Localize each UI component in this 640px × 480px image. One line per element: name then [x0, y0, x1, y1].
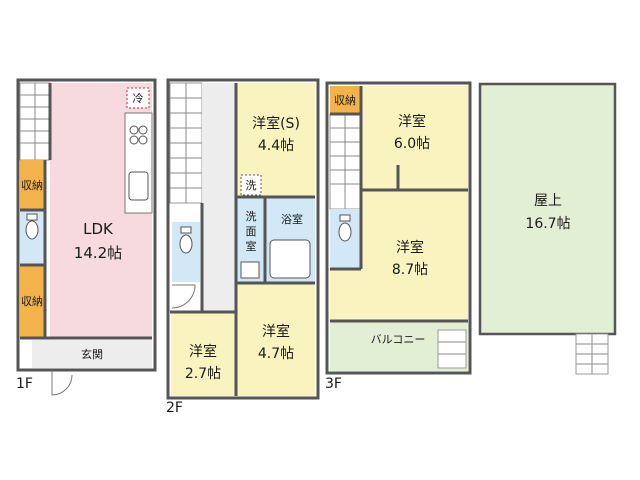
washroom-char-2: 面: [246, 225, 257, 238]
washroom-char-3: 室: [246, 239, 257, 253]
staircase-2f: [169, 82, 203, 204]
toilet-icon-2f: [179, 226, 193, 254]
bathtub-icon: [269, 239, 311, 279]
ldk-name: LDK: [83, 220, 114, 238]
western-60-area: 6.0帖: [394, 136, 430, 152]
toilet-icon: [25, 213, 39, 240]
fridge-label: 冷: [133, 92, 144, 105]
entrance-label: 玄関: [81, 347, 103, 361]
roof-stair: [575, 333, 609, 375]
kitchen-counter: [124, 112, 153, 214]
ldk-area: 14.2帖: [74, 244, 122, 262]
western-27-area: 2.7帖: [185, 366, 221, 382]
room-western-27: [171, 313, 235, 396]
rooftop-name: 屋上: [534, 193, 562, 209]
bath-label: 浴室: [281, 212, 303, 226]
washer-label: 洗: [246, 179, 257, 192]
storage-1f-bottom: [20, 265, 45, 338]
western-s-name: 洋室(S): [252, 115, 300, 132]
floor-2f: 洋室(S) 4.4帖 洗 洗 面 室 浴室 洋室 4.7帖 洋室 2.7帖: [166, 78, 320, 416]
storage-1f-top: [20, 160, 45, 210]
room-western-47: [237, 284, 315, 396]
sink-icon: [240, 261, 260, 279]
western-60-name: 洋室: [398, 113, 426, 130]
western-87-area: 8.7帖: [392, 262, 428, 278]
door-2f: [171, 284, 196, 309]
fridge-space: [126, 87, 150, 109]
rooftop-area: 16.7帖: [525, 216, 570, 232]
toilet-icon-3f: [338, 214, 352, 242]
washroom-char-1: 洗: [246, 210, 257, 223]
floor-label-2f: 2F: [166, 400, 183, 416]
storage-1f-top-label: 収納: [21, 179, 43, 192]
floor-1f: 冷 収納 収納 玄関 LDK 14.2帖 1F: [16, 78, 157, 396]
western-27-name: 洋室: [189, 343, 217, 360]
floor-3f: 収納 洋室 6.0帖 洋室 8.7帖 バルコニー: [325, 81, 472, 392]
floor-label-1f: 1F: [16, 376, 33, 392]
balcony-stair: [437, 329, 467, 369]
room-western-60: [362, 86, 468, 190]
floor-label-3f: 3F: [325, 376, 342, 392]
storage-3f-label: 収納: [334, 94, 356, 107]
western-s-area: 4.4帖: [258, 138, 294, 154]
entry-door: [51, 370, 73, 396]
staircase-1f: [19, 82, 51, 161]
western-47-name: 洋室: [262, 323, 290, 340]
hall-2f: [202, 83, 235, 313]
room-rooftop: [478, 82, 617, 336]
floor-roof: 屋上 16.7帖: [478, 82, 617, 375]
storage-3f: [330, 86, 360, 114]
balcony-label: バルコニー: [371, 333, 426, 346]
washer-space: [240, 174, 262, 196]
entrance-1f: [32, 340, 152, 368]
staircase-3f: [329, 113, 361, 210]
room-western-87: [330, 190, 468, 320]
western-47-area: 4.7帖: [258, 346, 294, 362]
western-87-name: 洋室: [396, 239, 424, 256]
storage-1f-bottom-label: 収納: [21, 295, 43, 308]
